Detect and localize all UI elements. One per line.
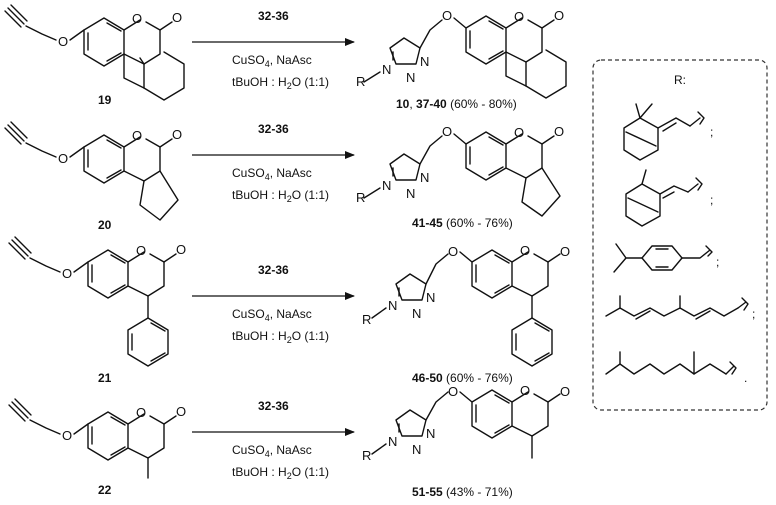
solvent-label: tBuOH : H2O (1:1) — [232, 329, 329, 345]
reactant-label-22: 22 — [98, 483, 112, 497]
product-structure-1: N N N R O O O — [356, 8, 567, 99]
product-structure-3: N N N R O O O — [362, 243, 570, 367]
nitrogen-atom: N — [426, 290, 435, 305]
nitrogen-atom: N — [412, 442, 421, 457]
nitrogen-atom: N — [388, 434, 397, 449]
r-group-label: R — [356, 190, 365, 205]
catalyst-label: CuSO4, NaAsc — [232, 53, 312, 69]
oxygen-atom: O — [448, 384, 458, 399]
oxygen-atom: O — [172, 10, 182, 25]
reactant-label-21: 21 — [98, 371, 112, 385]
r-group-label: R — [356, 74, 365, 89]
oxygen-atom: O — [520, 243, 530, 258]
oxygen-atom: O — [176, 404, 186, 419]
oxygen-atom: O — [132, 11, 142, 26]
r-end-mark: . — [744, 371, 747, 385]
catalyst-label: CuSO4, NaAsc — [232, 166, 312, 182]
r-separator: ; — [716, 255, 719, 269]
r-group-structure-1 — [623, 103, 705, 161]
oxygen-atom: O — [448, 244, 458, 259]
r-group-structure-2 — [625, 169, 703, 227]
oxygen-atom: O — [132, 128, 142, 143]
nitrogen-atom: N — [406, 186, 415, 201]
r-group-label: R — [362, 312, 371, 327]
reactant-structure-20: O O O — [4, 121, 182, 221]
reactant-structure-19: O O O — [4, 4, 185, 101]
nitrogen-atom: N — [382, 178, 391, 193]
solvent-label: tBuOH : H2O (1:1) — [232, 465, 329, 481]
oxygen-atom: O — [514, 125, 524, 140]
oxygen-atom: O — [560, 384, 570, 399]
nitrogen-atom: N — [426, 426, 435, 441]
product-label-2: 41-45 (60% - 76%) — [412, 216, 513, 230]
reagent-label: 32-36 — [258, 122, 289, 136]
oxygen-atom: O — [58, 34, 68, 49]
oxygen-atom: O — [172, 127, 182, 142]
nitrogen-atom: N — [420, 54, 429, 69]
solvent-label: tBuOH : H2O (1:1) — [232, 75, 329, 91]
oxygen-atom: O — [58, 151, 68, 166]
oxygen-atom: O — [560, 244, 570, 259]
nitrogen-atom: N — [420, 170, 429, 185]
oxygen-atom: O — [442, 124, 452, 139]
oxygen-atom: O — [520, 383, 530, 398]
oxygen-atom: O — [136, 405, 146, 420]
r-group-label: R — [362, 448, 371, 463]
oxygen-atom: O — [554, 8, 564, 23]
product-label-4: 51-55 (43% - 71%) — [412, 485, 513, 499]
r-group-panel — [592, 59, 768, 411]
nitrogen-atom: N — [382, 62, 391, 77]
r-group-structure-5 — [605, 351, 737, 375]
solvent-label: tBuOH : H2O (1:1) — [232, 188, 329, 204]
oxygen-atom: O — [62, 266, 72, 281]
reagent-label: 32-36 — [258, 399, 289, 413]
r-group-structure-3 — [613, 243, 713, 273]
product-structure-4: N N N R O O O — [362, 383, 570, 463]
reactant-label-19: 19 — [98, 93, 112, 107]
r-group-structure-4 — [605, 295, 749, 320]
reactant-label-20: 20 — [98, 218, 112, 232]
oxygen-atom: O — [442, 8, 452, 23]
oxygen-atom: O — [62, 428, 72, 443]
oxygen-atom: O — [176, 242, 186, 257]
nitrogen-atom: N — [388, 298, 397, 313]
product-structure-2: N N N R O O O — [356, 124, 564, 217]
reactant-structure-21: O O O — [8, 236, 186, 367]
nitrogen-atom: N — [412, 306, 421, 321]
r-separator: ; — [710, 125, 713, 139]
r-panel-title: R: — [674, 73, 686, 87]
catalyst-label: CuSO4, NaAsc — [232, 307, 312, 323]
product-label-3: 46-50 (60% - 76%) — [412, 371, 513, 385]
reactant-structure-22: O O O — [8, 398, 186, 479]
product-label-1: 10, 37-40 (60% - 80%) — [396, 97, 517, 111]
r-separator: ; — [710, 193, 713, 207]
r-separator: ; — [752, 307, 755, 321]
oxygen-atom: O — [514, 9, 524, 24]
oxygen-atom: O — [554, 124, 564, 139]
oxygen-atom: O — [136, 243, 146, 258]
nitrogen-atom: N — [406, 70, 415, 85]
reagent-label: 32-36 — [258, 263, 289, 277]
reagent-label: 32-36 — [258, 9, 289, 23]
catalyst-label: CuSO4, NaAsc — [232, 443, 312, 459]
